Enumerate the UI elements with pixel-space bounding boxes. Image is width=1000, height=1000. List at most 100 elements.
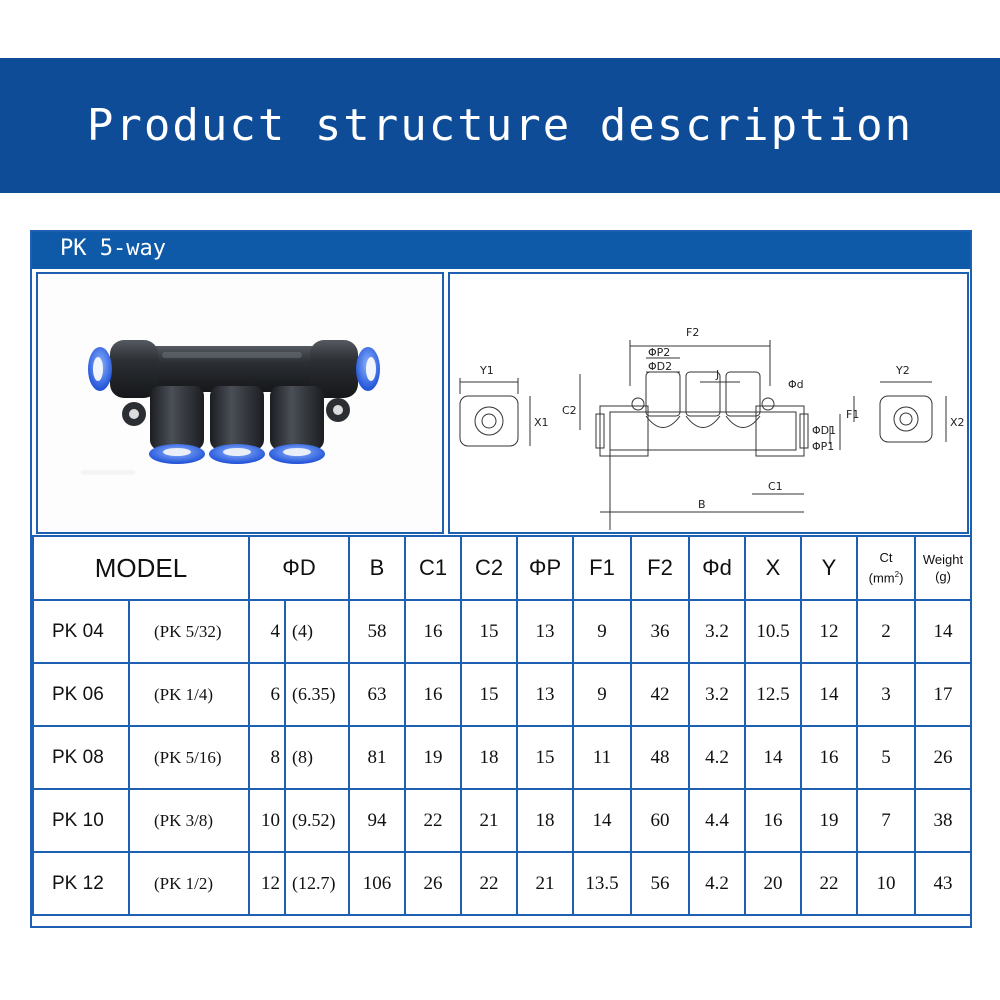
cell-c1: 19 xyxy=(404,725,463,790)
cell-c1: 22 xyxy=(404,788,463,853)
cell-p: 15 xyxy=(516,725,575,790)
cell-model: PK 06 xyxy=(32,662,130,727)
dimension-drawing: F2 ΦP2 ΦD2 J Φd Y1 C2 X1 F1 ΦD1 ΦP1 Y2 X… xyxy=(448,272,969,534)
cell-b: 63 xyxy=(348,662,407,727)
cell-d-mm: 4 xyxy=(248,599,286,664)
cell-d-in: (6.35) xyxy=(283,662,351,727)
cell-weight: 14 xyxy=(914,599,973,664)
header-weight-unit: (g) xyxy=(935,569,951,584)
cell-x: 12.5 xyxy=(744,662,803,727)
cell-f1: 9 xyxy=(572,662,633,727)
cell-d-in: (8) xyxy=(283,725,351,790)
cell-c1: 16 xyxy=(404,599,463,664)
header-weight-label: Weight xyxy=(922,552,964,567)
cell-p: 13 xyxy=(516,662,575,727)
cell-y: 12 xyxy=(800,599,859,664)
cell-d-mm: 6 xyxy=(248,662,286,727)
cell-f1: 11 xyxy=(572,725,633,790)
cell-imperial: (PK 5/16) xyxy=(128,725,250,790)
cell-c2: 21 xyxy=(460,788,519,853)
cell-weight: 43 xyxy=(914,851,973,916)
cell-c1: 16 xyxy=(404,662,463,727)
dimension-diagram: F2 ΦP2 ΦD2 J Φd Y1 C2 X1 F1 ΦD1 ΦP1 Y2 X… xyxy=(459,326,965,530)
cell-x: 16 xyxy=(744,788,803,853)
cell-dd: 4.2 xyxy=(688,725,747,790)
table-row: PK 12 (PK 1/2) 12 (12.7) 106 26 22 21 13… xyxy=(32,851,973,916)
cell-weight: 38 xyxy=(914,788,973,853)
cell-weight: 26 xyxy=(914,725,973,790)
cell-x: 14 xyxy=(744,725,803,790)
table-row: PK 08 (PK 5/16) 8 (8) 81 19 18 15 11 48 … xyxy=(32,725,973,790)
header-d: ΦD xyxy=(247,535,351,601)
label-y1: Y1 xyxy=(479,364,494,377)
label-c1: C1 xyxy=(768,480,783,493)
header-weight: Weight (g) xyxy=(914,535,973,601)
cell-model: PK 04 xyxy=(32,599,130,664)
cell-d-in: (12.7) xyxy=(283,851,351,916)
page-title: Product structure description xyxy=(86,100,914,151)
header-ct: Ct (mm2) xyxy=(856,535,917,601)
cell-imperial: (PK 5/32) xyxy=(128,599,250,664)
header-ct-close: ) xyxy=(899,570,904,586)
cell-x: 10.5 xyxy=(744,599,803,664)
cell-y: 16 xyxy=(800,725,859,790)
header-x: X xyxy=(744,535,803,601)
label-j: J xyxy=(715,368,719,381)
header-f2: F2 xyxy=(630,535,691,601)
cell-model: PK 08 xyxy=(32,725,130,790)
cell-dd: 3.2 xyxy=(688,599,747,664)
cell-imperial: (PK 1/2) xyxy=(128,851,250,916)
cell-d-in: (4) xyxy=(283,599,351,664)
cell-x: 20 xyxy=(744,851,803,916)
header-b: B xyxy=(348,535,407,601)
label-y2: Y2 xyxy=(895,364,910,377)
cell-c2: 15 xyxy=(460,599,519,664)
header-c1: C1 xyxy=(404,535,463,601)
product-name: PK 5-way xyxy=(60,236,166,261)
cell-dd: 3.2 xyxy=(688,662,747,727)
cell-b: 81 xyxy=(348,725,407,790)
header-dd: Φd xyxy=(688,535,747,601)
label-d1: ΦD1 xyxy=(812,424,836,437)
cell-b: 106 xyxy=(348,851,407,916)
label-x1: X1 xyxy=(534,416,549,429)
cell-c2: 22 xyxy=(460,851,519,916)
fitting-illustration: — xyxy=(78,340,380,504)
cell-c2: 18 xyxy=(460,725,519,790)
cell-b: 58 xyxy=(348,599,407,664)
label-x2: X2 xyxy=(950,416,965,429)
cell-f2: 42 xyxy=(630,662,691,727)
cell-ct: 3 xyxy=(856,662,917,727)
cell-dd: 4.2 xyxy=(688,851,747,916)
product-photo: — xyxy=(36,272,444,534)
header-f1: F1 xyxy=(572,535,633,601)
header-p: ΦP xyxy=(516,535,575,601)
cell-b: 94 xyxy=(348,788,407,853)
label-p1: ΦP1 xyxy=(812,440,834,453)
header-y: Y xyxy=(800,535,859,601)
table-row: PK 04 (PK 5/32) 4 (4) 58 16 15 13 9 36 3… xyxy=(32,599,973,664)
label-d: Φd xyxy=(788,378,804,391)
cell-f2: 56 xyxy=(630,851,691,916)
table-row: PK 06 (PK 1/4) 6 (6.35) 63 16 15 13 9 42… xyxy=(32,662,973,727)
specification-table: MODEL ΦD B C1 C2 ΦP F1 F2 Φd X Y Ct (mm2… xyxy=(32,535,973,916)
header-model: MODEL xyxy=(32,535,250,601)
label-p2: ΦP2 xyxy=(648,346,670,359)
cell-weight: 17 xyxy=(914,662,973,727)
cell-d-mm: 10 xyxy=(248,788,286,853)
cell-f2: 48 xyxy=(630,725,691,790)
cell-dd: 4.4 xyxy=(688,788,747,853)
cell-ct: 7 xyxy=(856,788,917,853)
header-c2: C2 xyxy=(460,535,519,601)
cell-model: PK 10 xyxy=(32,788,130,853)
title-banner: Product structure description xyxy=(0,58,1000,193)
cell-d-mm: 12 xyxy=(248,851,286,916)
cell-ct: 2 xyxy=(856,599,917,664)
cell-c2: 15 xyxy=(460,662,519,727)
cell-y: 14 xyxy=(800,662,859,727)
cell-f1: 13.5 xyxy=(572,851,633,916)
table-header-row: MODEL ΦD B C1 C2 ΦP F1 F2 Φd X Y Ct (mm2… xyxy=(32,535,973,601)
cell-c1: 26 xyxy=(404,851,463,916)
label-f1: F1 xyxy=(846,408,859,421)
label-b: B xyxy=(698,498,706,511)
